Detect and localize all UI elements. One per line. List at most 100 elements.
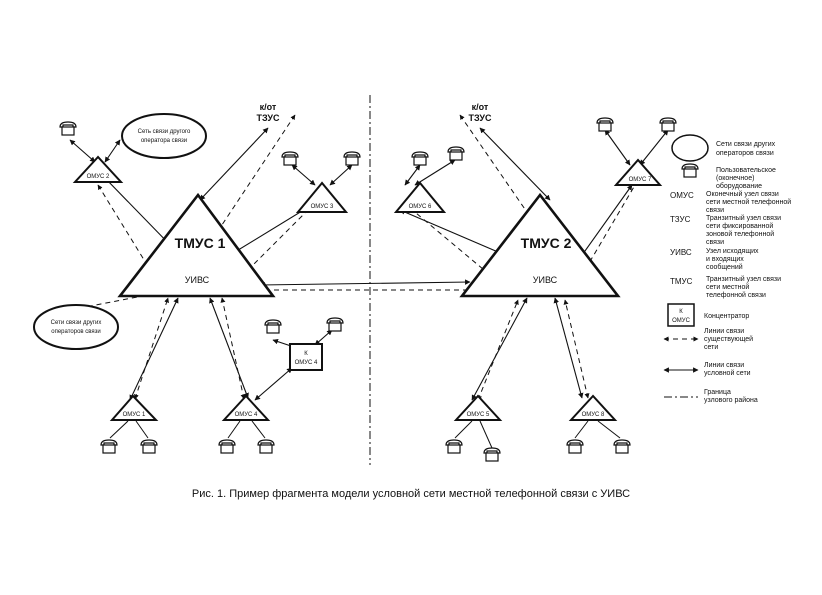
svg-text:Сети связи других: Сети связи других — [51, 320, 102, 326]
legend: Сети связи других операторов связи Польз… — [663, 134, 791, 404]
legend-concentrator: К ОМУС Концентратор — [667, 303, 749, 327]
legend-phone: Пользовательское (оконечное) оборудовани… — [681, 163, 776, 190]
svg-text:УИВС: УИВС — [670, 248, 692, 257]
svg-text:телефонной связи: телефонной связи — [706, 291, 766, 299]
conditional-network-links — [69, 127, 669, 401]
legend-omus: ОМУС Оконечный узел связи сети местной т… — [670, 190, 791, 214]
tzus-left-label: к/от ТЗУС — [257, 102, 280, 123]
svg-text:К: К — [679, 309, 683, 315]
legend-dashed-line: Линии связи существующей сети — [663, 328, 753, 351]
phone-icon — [59, 121, 77, 136]
figure-caption: Рис. 1. Пример фрагмента модели условной… — [191, 488, 631, 500]
svg-text:ОМУС 4: ОМУС 4 — [295, 360, 318, 366]
svg-text:Транзитный узел связи: Транзитный узел связи — [706, 275, 781, 283]
omus4-node: ОМУС 4 — [221, 394, 271, 421]
svg-text:ОМУС 1: ОМУС 1 — [123, 412, 146, 418]
svg-text:оборудование: оборудование — [716, 182, 762, 190]
svg-text:Линии связи: Линии связи — [704, 362, 744, 369]
svg-text:Концентратор: Концентратор — [704, 313, 749, 320]
tmus2-node: ТМУС 2 УИВС — [459, 192, 621, 298]
svg-text:Граница: Граница — [704, 389, 731, 396]
svg-text:ОМУС 8: ОМУС 8 — [582, 412, 605, 418]
phone-icon — [566, 439, 584, 454]
svg-text:Сети связи других: Сети связи других — [716, 141, 776, 148]
svg-text:ТЗУС: ТЗУС — [469, 113, 492, 123]
legend-tzus: ТЗУС Транзитный узел связи сети фиксиров… — [670, 214, 781, 246]
svg-text:ТМУС: ТМУС — [670, 277, 693, 286]
svg-text:и входящих: и входящих — [706, 256, 744, 263]
svg-text:ОМУС 5: ОМУС 5 — [467, 412, 490, 418]
svg-text:Узел исходящих: Узел исходящих — [706, 248, 759, 255]
svg-text:ОМУС 3: ОМУС 3 — [311, 204, 334, 210]
svg-text:ОМУС 2: ОМУС 2 — [87, 174, 110, 180]
phone-icon — [659, 117, 677, 132]
phone-icon — [445, 439, 463, 454]
omus8-node: ОМУС 8 — [568, 394, 618, 421]
phone-icon — [140, 439, 158, 454]
phone-icon — [681, 163, 699, 178]
svg-text:Транзитный узел связи: Транзитный узел связи — [706, 214, 781, 222]
svg-text:ОМУС: ОМУС — [670, 191, 694, 200]
other-operator-networks-left: Сети связи других операторов связи — [33, 304, 119, 350]
svg-text:ОМУС 6: ОМУС 6 — [409, 204, 432, 210]
phone-icon — [411, 151, 429, 166]
omus1-node: ОМУС 1 — [109, 394, 159, 421]
tmus2-label: ТМУС 2 — [521, 235, 572, 251]
omus2-node: ОМУС 2 — [72, 155, 124, 183]
other-operator-network-top: Сеть связи другого оператора связи — [121, 113, 207, 159]
phone-icon — [264, 319, 282, 334]
svg-text:ОМУС 4: ОМУС 4 — [235, 412, 258, 418]
phone-icon — [613, 439, 631, 454]
svg-text:К: К — [304, 351, 308, 357]
svg-text:зоновой телефонной: зоновой телефонной — [706, 230, 774, 238]
svg-text:связи: связи — [706, 207, 724, 214]
svg-text:Линии связи: Линии связи — [704, 328, 744, 335]
phone-icon — [257, 439, 275, 454]
svg-text:Оконечный узел связи: Оконечный узел связи — [706, 190, 779, 198]
svg-text:ТЗУС: ТЗУС — [257, 113, 280, 123]
omus5-node: ОМУС 5 — [453, 394, 503, 421]
phone-icon — [326, 317, 344, 332]
svg-text:к/от: к/от — [472, 102, 489, 112]
access-lines — [109, 420, 621, 449]
phone-icon — [100, 439, 118, 454]
legend-border-line: Граница узлового района — [664, 389, 758, 404]
svg-text:сообщений: сообщений — [706, 263, 743, 271]
legend-tmus: ТМУС Транзитный узел связи сети местной … — [670, 275, 781, 299]
svg-text:Пользовательское: Пользовательское — [716, 167, 776, 174]
svg-text:сети местной: сети местной — [706, 283, 749, 291]
phone-icon — [218, 439, 236, 454]
tmus1-uivs-label: УИВС — [185, 275, 210, 285]
tmus1-label: ТМУС 1 — [175, 235, 226, 251]
svg-text:Сеть связи другого: Сеть связи другого — [138, 129, 191, 135]
svg-text:операторов связи: операторов связи — [51, 329, 100, 335]
svg-text:ОМУС 7: ОМУС 7 — [629, 177, 652, 183]
tzus-right-label: к/от ТЗУС — [469, 102, 492, 123]
svg-text:(оконечное): (оконечное) — [716, 175, 754, 182]
omus3-node: ОМУС 3 — [295, 181, 349, 213]
svg-text:операторов связи: операторов связи — [716, 150, 774, 157]
svg-text:условной сети: условной сети — [704, 369, 751, 377]
phone-icon — [281, 151, 299, 166]
omus7-node: ОМУС 7 — [613, 158, 663, 186]
svg-text:сети фиксированной: сети фиксированной — [706, 222, 773, 230]
legend-solid-line: Линии связи условной сети — [663, 362, 751, 377]
omus6-node: ОМУС 6 — [393, 181, 447, 213]
svg-text:ТЗУС: ТЗУС — [670, 215, 691, 224]
tmus1-node: ТМУС 1 УИВС — [117, 192, 276, 298]
svg-text:связи: связи — [706, 239, 724, 246]
phone-icon — [483, 447, 501, 462]
svg-text:ОМУС: ОМУС — [672, 318, 690, 324]
svg-text:к/от: к/от — [260, 102, 277, 112]
svg-text:сети: сети — [704, 344, 718, 351]
svg-text:сети местной телефонной: сети местной телефонной — [706, 198, 791, 206]
svg-text:оператора связи: оператора связи — [141, 138, 187, 144]
svg-text:существующей: существующей — [704, 335, 753, 343]
concentrator-node: К ОМУС 4 — [289, 343, 323, 371]
legend-uivs: УИВС Узел исходящих и входящих сообщений — [670, 248, 759, 271]
phone-icon — [447, 146, 465, 161]
phone-icon — [596, 117, 614, 132]
legend-ellipse: Сети связи других операторов связи — [671, 134, 776, 162]
tmus2-uivs-label: УИВС — [533, 275, 558, 285]
